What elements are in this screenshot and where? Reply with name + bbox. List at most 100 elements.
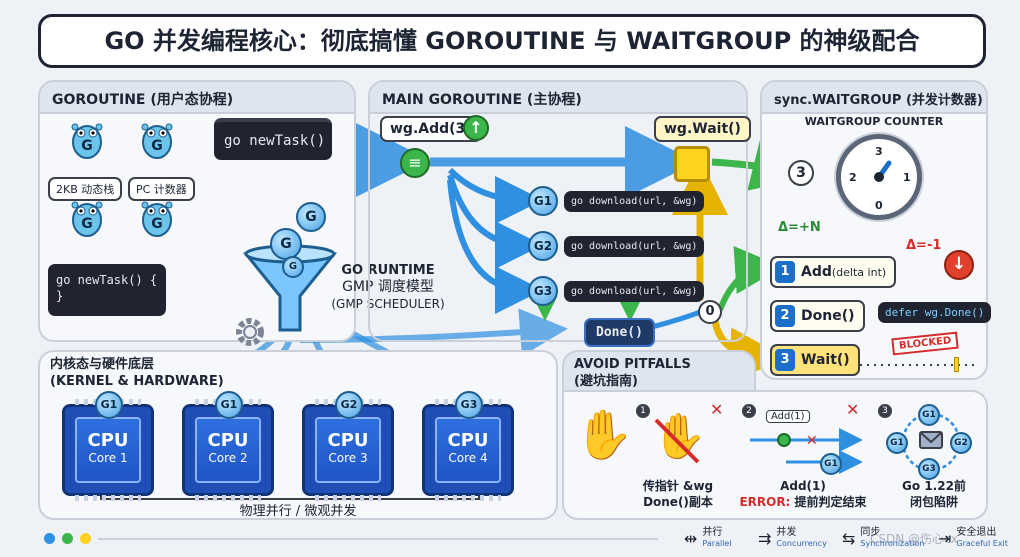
cpu-g-bubble: G1 bbox=[215, 391, 243, 419]
wg-wait-chip: wg.Wait() bbox=[654, 116, 751, 142]
dial-tick-3: 3 bbox=[875, 145, 883, 158]
closure-g-node: G2 bbox=[950, 432, 972, 454]
counter-title: WAITGROUP COUNTER bbox=[804, 115, 944, 128]
task-row: G3 go download(url, &wg) bbox=[528, 276, 705, 306]
timeline-marker bbox=[954, 357, 959, 372]
pitfall-3-text: Go 1.22前 闭包陷阱 bbox=[902, 479, 966, 509]
gopher-label: G bbox=[151, 138, 163, 154]
wg-step: 3 Wait() bbox=[770, 344, 860, 376]
closure-g-node: G3 bbox=[918, 458, 940, 480]
status-dot-blue bbox=[44, 533, 55, 544]
task-code: go download(url, &wg) bbox=[564, 280, 705, 302]
dial-needle bbox=[874, 160, 892, 182]
defer-done-snippet: defer wg.Done() bbox=[878, 302, 992, 323]
pitfall-2-x-icon: ✕ bbox=[846, 400, 860, 419]
gopher-label: G bbox=[151, 216, 163, 232]
wg-step-number: 1 bbox=[775, 261, 795, 283]
wg-step-label: Wait() bbox=[801, 352, 850, 368]
wg-step: 2 Done() bbox=[770, 300, 865, 332]
scheduler-g-bubble-3: G bbox=[282, 256, 304, 278]
wait-block-square bbox=[674, 146, 710, 182]
cpu-g-bubble: G2 bbox=[335, 391, 363, 419]
task-code: go download(url, &wg) bbox=[564, 235, 705, 257]
status-dot-green bbox=[62, 533, 73, 544]
go-newtask-snippet: go newTask() bbox=[214, 118, 332, 160]
decrement-icon: ↓ bbox=[944, 250, 974, 280]
increment-icon: ↑ bbox=[463, 115, 489, 141]
wg-step-number: 2 bbox=[775, 305, 795, 327]
pitfall-2-number: 2 bbox=[742, 404, 756, 418]
svg-text:✕: ✕ bbox=[806, 433, 818, 449]
status-line bbox=[98, 538, 658, 540]
wg-step-label: Add(delta int) bbox=[801, 264, 887, 280]
task-row: G2 go download(url, &wg) bbox=[528, 231, 705, 261]
cpu-name: CPU bbox=[207, 430, 249, 451]
cpu-name: CPU bbox=[447, 430, 489, 451]
legend-icon: ⇹ bbox=[684, 528, 698, 548]
list-start-icon: ≡ bbox=[400, 148, 430, 178]
crossed-hand-icon: ✋ bbox=[652, 411, 707, 462]
stack-size-chip: 2KB 动态栈 bbox=[48, 177, 123, 201]
done-button: Done() bbox=[584, 318, 655, 347]
dial-tick-0: 0 bbox=[875, 199, 883, 212]
legend-icon: ⇥ bbox=[938, 528, 952, 548]
task-code: go download(url, &wg) bbox=[564, 190, 705, 212]
cpu-name: CPU bbox=[327, 430, 369, 451]
task-g-bubble: G1 bbox=[528, 186, 558, 216]
pitfall-2-text: Add(1) ERROR: 提前判定结束 bbox=[739, 479, 867, 509]
pitfall-1-text: 传指针 &wg Done()副本 bbox=[642, 479, 714, 509]
pitfalls-panel: AVOID PITFALLS (避坑指南) bbox=[562, 350, 756, 392]
gear-icon bbox=[236, 318, 264, 346]
task-g-bubble: G2 bbox=[528, 231, 558, 261]
delta-plus-label: Δ=+N bbox=[778, 220, 821, 235]
legend-icon: ⇆ bbox=[842, 528, 856, 548]
wg-step-label: Done() bbox=[801, 308, 855, 324]
pitfall-3-number: 3 bbox=[878, 404, 892, 418]
cpu-pins bbox=[435, 495, 501, 501]
cpu-g-bubble: G3 bbox=[455, 391, 483, 419]
closure-g-node: G1 bbox=[886, 432, 908, 454]
kernel-header: 内核态与硬件底层 (KERNEL & HARDWARE) bbox=[50, 357, 224, 389]
cpu-core-label: Core 4 bbox=[448, 451, 488, 465]
gmp-funnel bbox=[242, 244, 338, 332]
cpu-core-label: Core 3 bbox=[328, 451, 368, 465]
status-dot-yellow bbox=[80, 533, 91, 544]
gopher-icon: G bbox=[70, 196, 104, 238]
gopher-label: G bbox=[81, 138, 93, 154]
pitfall-2-tag: Add(1) bbox=[766, 410, 810, 423]
cpu-core-label: Core 1 bbox=[88, 451, 128, 465]
delta-minus-label: Δ=-1 bbox=[906, 238, 942, 253]
waitgroup-panel-header: sync.WAITGROUP (并发计数器) bbox=[762, 82, 986, 114]
counter-badge: 3 bbox=[788, 160, 814, 186]
page-title: GO 并发编程核心：彻底搞懂 GOROUTINE 与 WAITGROUP 的神级… bbox=[104, 27, 920, 55]
cpu-pins bbox=[75, 495, 141, 501]
cpu-pins bbox=[195, 495, 261, 501]
gopher-label: G bbox=[81, 216, 93, 232]
zero-badge: 0 bbox=[698, 300, 722, 324]
pc-counter-chip: PC 计数器 bbox=[128, 177, 195, 201]
cpu-core-label: Core 2 bbox=[208, 451, 248, 465]
task-row: G1 go download(url, &wg) bbox=[528, 186, 705, 216]
dial-tick-1: 1 bbox=[903, 171, 911, 184]
legend-icon: ⇉ bbox=[758, 528, 772, 548]
wg-step-number: 3 bbox=[775, 349, 795, 371]
task-g-bubble: G3 bbox=[528, 276, 558, 306]
cpu-g-bubble: G1 bbox=[95, 391, 123, 419]
counter-dial: 3 2 1 0 bbox=[836, 134, 922, 220]
gopher-icon: G bbox=[140, 196, 174, 238]
dial-tick-2: 2 bbox=[849, 171, 857, 184]
